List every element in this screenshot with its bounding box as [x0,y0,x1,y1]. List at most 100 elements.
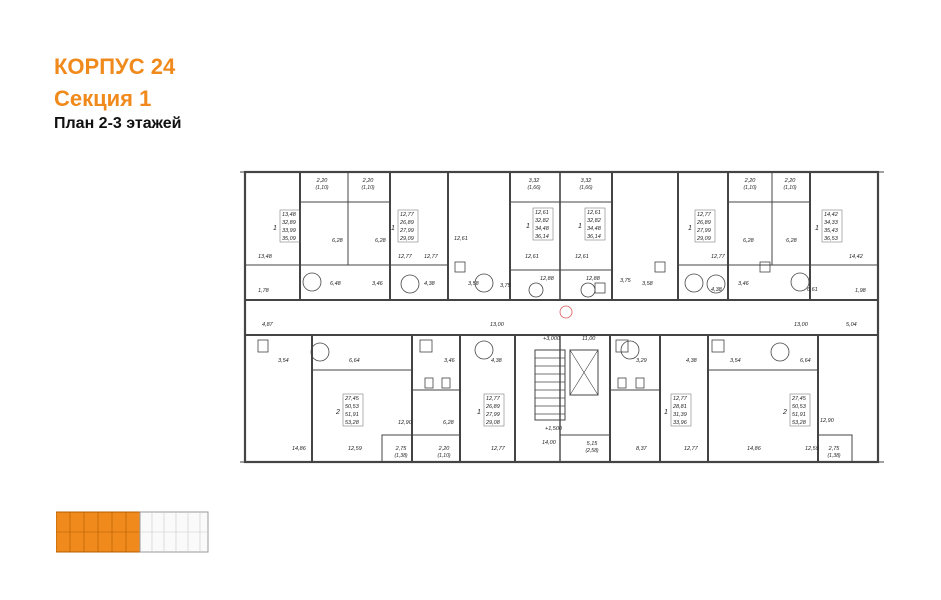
room-area-label-19: 3,46 [372,281,384,287]
apt-top-area-4-3: 29,09 [696,236,711,242]
apt-top-area-box-3 [584,207,606,241]
room-area-label-26: 4,87 [262,322,274,328]
balcony-bottom-reduced-2: (2,58) [585,448,598,454]
apt-top-area-3-2: 34,48 [587,226,602,232]
floor-plan-title: План 2-3 этажей [54,115,182,132]
balcony-bottom-reduced-0: (1,38) [394,453,407,459]
balcony-top-reduced-2: (1,66) [527,185,540,191]
apt-top-area-3-3: 36,14 [587,234,601,240]
apt-top-area-box-0 [279,209,301,243]
room-area-label-41: 6,28 [443,420,455,426]
apt-top-rooms-1: 1 [391,225,395,232]
room-area-label-32: 6,64 [349,358,360,364]
apt-top-area-2-0: 12,61 [535,210,549,216]
room-area-label-20: 4,38 [424,281,436,287]
room-area-label-31: 3,54 [278,358,289,364]
room-area-label-43: 12,59 [348,446,362,452]
apt-bottom-area-0-3: 53,28 [345,420,360,426]
room-area-label-35: 3,29 [636,358,647,364]
apt-top-area-4-2: 27,99 [696,228,711,234]
apt-top-area-1-1: 26,89 [399,220,414,226]
apt-top-rooms-3: 1 [578,223,582,230]
room-area-label-2: 6,28 [375,238,387,244]
apt-top-area-5-3: 36,53 [824,236,839,242]
balcony-bottom-reduced-3: (1,38) [827,453,840,459]
room-area-label-45: 14,00 [542,440,557,446]
room-area-label-14: 3,58 [468,281,480,287]
key-plan [56,511,209,553]
room-area-label-23: 6,61 [807,287,818,293]
balcony-top-area-5: 2,20 [784,178,797,184]
apt-top-area-3-1: 32,82 [587,218,601,224]
apt-top-area-box-2 [532,207,554,241]
apt-bottom-area-box-1 [483,393,505,427]
apt-top-area-5-1: 34,33 [824,220,839,226]
apt-top-area-box-1 [397,209,419,243]
apt-top-rooms-2: 1 [526,223,530,230]
balcony-top-area-4: 2,20 [744,178,757,184]
room-area-label-42: 14,86 [292,446,307,452]
plan-walls [240,170,884,464]
apt-bottom-area-3-0: 27,45 [791,396,807,402]
room-area-label-36: 4,38 [686,358,698,364]
room-area-label-17: 3,75 [620,278,632,284]
room-area-label-9: 14,42 [849,254,863,260]
room-area-label-25: 1,98 [855,288,867,294]
room-area-label-40: 12,90 [820,418,835,424]
room-area-label-44: 12,77 [491,446,506,452]
room-area-label-10: 12,77 [424,254,439,260]
apt-bottom-area-2-1: 28,81 [672,404,687,410]
apt-top-area-4-1: 26,89 [696,220,711,226]
level-mark-lower: +1,500 [545,426,563,432]
balcony-bottom-area-3: 2,75 [828,446,841,452]
balcony-top-reduced-4: (1,10) [743,185,756,191]
apt-bottom-area-box-2 [670,393,692,427]
apt-top-area-5-0: 14,42 [824,212,838,218]
apt-top-area-0-3: 35,09 [282,236,296,242]
room-area-label-0: 13,48 [258,254,273,260]
balcony-bottom-area-1: 2,20 [438,446,451,452]
apt-bottom-area-0-0: 27,45 [344,396,360,402]
room-area-label-7: 6,28 [743,238,755,244]
room-area-label-13: 12,88 [586,276,601,282]
apt-bottom-area-1-2: 27,99 [485,412,500,418]
apt-bottom-area-3-2: 51,91 [792,412,806,418]
apt-bottom-area-box-0 [342,393,364,427]
apt-bottom-rooms-3: 2 [782,409,787,416]
section-title: Секция 1 [54,86,152,111]
balcony-top-reduced-5: (1,10) [783,185,796,191]
apt-top-area-4-0: 12,77 [697,212,712,218]
building-title: КОРПУС 24 [54,54,176,79]
apt-bottom-rooms-0: 2 [335,409,340,416]
room-area-label-21: 4,38 [711,287,723,293]
room-area-label-16: 3,75 [500,283,512,289]
room-area-label-48: 14,86 [747,446,762,452]
apt-bottom-area-2-2: 31,39 [673,412,687,418]
apt-top-area-2-3: 36,14 [535,234,549,240]
room-area-label-34: 4,38 [491,358,503,364]
apt-bottom-area-1-3: 29,08 [485,420,501,426]
room-area-label-33: 3,46 [444,358,456,364]
room-area-label-47: 12,77 [684,446,699,452]
balcony-top-reduced-0: (1,10) [315,185,328,191]
apt-top-area-1-2: 27,99 [399,228,414,234]
apt-top-area-2-1: 32,82 [535,218,549,224]
apt-top-rooms-4: 1 [688,225,692,232]
balcony-bottom-area-0: 2,75 [395,446,408,452]
apt-top-area-box-5 [821,209,843,243]
bathroom-fixtures [302,272,810,362]
room-area-label-3: 12,77 [398,254,413,260]
apt-top-area-1-3: 29,09 [399,236,414,242]
apt-bottom-rooms-2: 1 [664,409,668,416]
room-area-label-38: 6,64 [800,358,811,364]
room-area-label-12: 12,88 [540,276,555,282]
balcony-top-area-3: 3,32 [581,178,592,184]
plumbing-fixtures [257,261,771,389]
room-area-label-37: 3,54 [730,358,741,364]
apt-bottom-area-1-0: 12,77 [486,396,501,402]
apt-top-area-5-2: 35,43 [824,228,839,234]
apt-top-area-0-1: 32,89 [282,220,296,226]
apt-top-rooms-0: 1 [273,225,277,232]
apt-top-area-2-2: 34,48 [535,226,550,232]
